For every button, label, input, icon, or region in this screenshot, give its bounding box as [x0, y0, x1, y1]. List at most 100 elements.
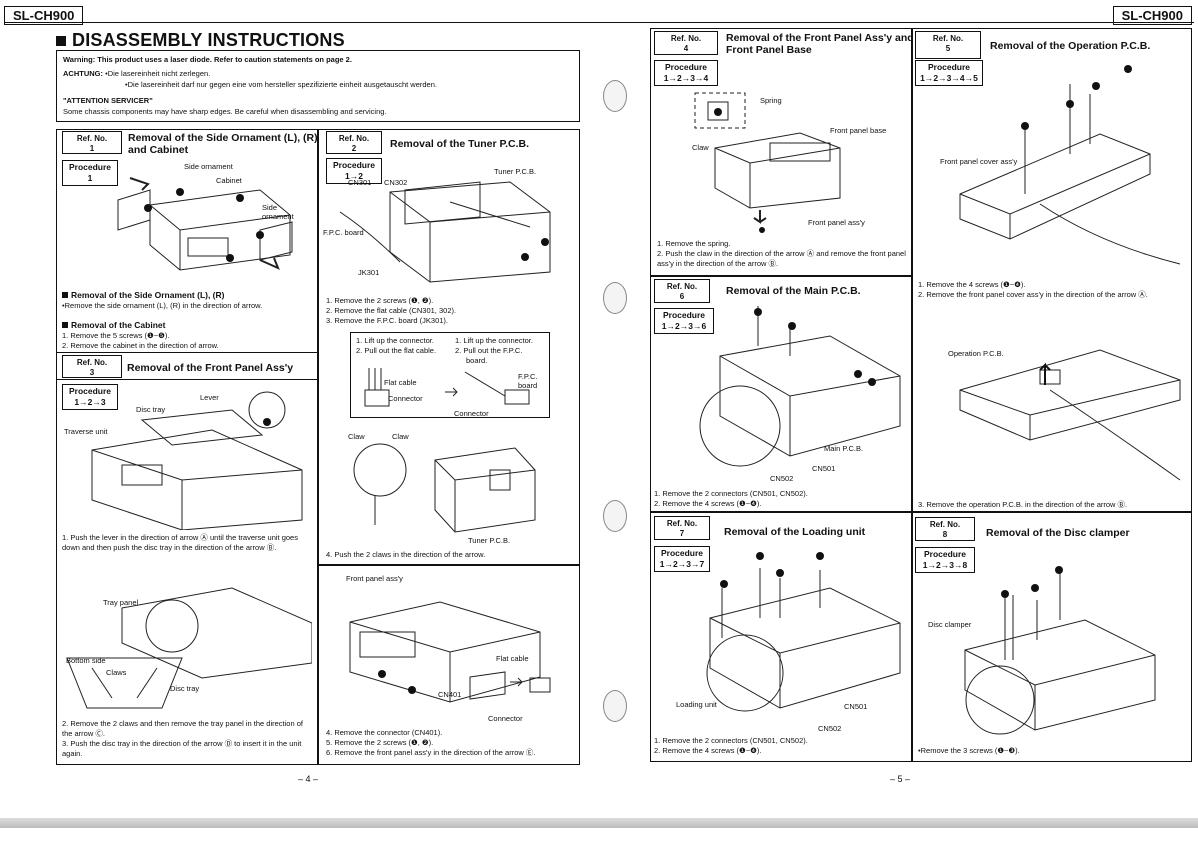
section-6-step2: 2. Remove the 4 screws (❶~❹). [654, 499, 762, 508]
label-front-panel-assy: Front panel ass'y [346, 574, 403, 583]
label-disc-tray: Disc tray [136, 405, 166, 414]
binder-hole-icon [603, 80, 627, 112]
model-label-left: SL-CH900 [4, 6, 84, 25]
section-1-refno: Ref. No.1 [62, 131, 122, 154]
label-claws: Claws [106, 668, 127, 677]
section-3-diagram-2 [66, 587, 312, 709]
section-8-diagram [964, 566, 1156, 735]
section-4-step2: 2. Push the claw in the direction of the… [657, 249, 906, 268]
page-title-text: DISASSEMBLY INSTRUCTIONS [72, 30, 345, 50]
label-cn302: CN302 [384, 178, 408, 187]
section-1-sub1-title: Removal of the Side Ornament (L), (R) [62, 290, 225, 300]
label-front-panel-assy-4: Front panel ass'y [808, 218, 865, 227]
section-2-step4: 4. Push the 2 claws in the direction of … [326, 550, 486, 559]
section-3b-diagram [349, 601, 551, 703]
section-5-step1: 1. Remove the 4 screws (❶~❹). [918, 280, 1026, 289]
label-claw-2: Claw [392, 432, 409, 441]
inset-a-line1: 1. Lift up the connector. [356, 336, 434, 345]
section-2-diagram [339, 181, 551, 283]
section-7-refno: Ref. No.7 [654, 516, 710, 540]
section-2-step1: 1. Remove the 2 screws (❶, ❷). [326, 296, 434, 305]
section-2-step3: 3. Remove the F.P.C. board (JK301). [326, 316, 449, 325]
section-1-sub2-title: Removal of the Cabinet [62, 320, 165, 330]
section-6-step1: 1. Remove the 2 connectors (CN501, CN502… [654, 489, 808, 498]
title-bullet-icon [56, 36, 66, 46]
label-cn301: CN301 [348, 178, 372, 187]
label-cabinet: Cabinet [216, 176, 242, 185]
achtung-block: ACHTUNG: •Die lasereinheit nicht zerlege… [63, 68, 573, 79]
section-7-step1: 1. Remove the 2 connectors (CN501, CN502… [654, 736, 808, 745]
section-2-box [318, 129, 580, 565]
label-jk301: JK301 [358, 268, 380, 277]
label-claw-1: Claw [348, 432, 365, 441]
section-3-title: Removal of the Front Panel Ass'y [127, 362, 294, 374]
scan-edge-strip [0, 818, 1198, 828]
label-side-ornament-right: Side ornament [262, 203, 294, 221]
warning-line: Warning: This product uses a laser diode… [63, 55, 352, 64]
section-5-refno: Ref. No.5 [915, 31, 981, 59]
section-8-step1: •Remove the 3 screws (❶~❸). [918, 746, 1020, 755]
label-front-panel-base: Front panel base [830, 126, 887, 135]
header-rule [4, 22, 1194, 23]
label-fpc-board-2: F.P.C. board [518, 372, 538, 390]
label-traverse-unit: Traverse unit [64, 427, 108, 436]
section-3b-step4: 4. Remove the connector (CN401). [326, 728, 443, 737]
section-6-box [650, 276, 912, 512]
label-lever: Lever [200, 393, 219, 402]
section-1-step2: 2. Remove the cabinet in the direction o… [62, 341, 219, 350]
section-3b-step6: 6. Remove the front panel ass'y in the d… [326, 748, 536, 757]
section-5-step2: 2. Remove the front panel cover ass'y in… [918, 290, 1148, 299]
binder-hole-icon [603, 500, 627, 532]
label-tuner-pcb-2: Tuner P.C.B. [468, 536, 511, 545]
label-disc-clamper: Disc clamper [928, 620, 972, 629]
section-5-box [912, 28, 1192, 512]
section-3-step1: 1. Push the lever in the direction of ar… [62, 533, 298, 552]
label-tray-panel: Tray panel [103, 598, 139, 607]
label-front-panel-cover: Front panel cover ass'y [940, 157, 1018, 166]
label-cn401: CN401 [438, 690, 462, 699]
label-flat-cable-3b: Flat cable [496, 654, 529, 663]
section-3-step3: 3. Push the disc tray in the direction o… [62, 739, 302, 758]
label-operation-pcb: Operation P.C.B. [948, 349, 1004, 358]
section-1-sub1-text: •Remove the side ornament (L), (R) in th… [62, 301, 263, 310]
section-2-inset [350, 332, 550, 418]
label-cn501-7: CN501 [844, 702, 868, 711]
section-7-step2: 2. Remove the 4 screws (❶~❹). [654, 746, 762, 755]
section-4-step1: 1. Remove the spring. [657, 239, 731, 248]
section-3-box [56, 352, 318, 765]
achtung-line1: •Die lasereinheit nicht zerlegen. [105, 69, 211, 78]
section-1-step1: 1. Remove the 5 screws (❶~❺). [62, 331, 170, 340]
label-side-ornament-top: Side ornament [184, 162, 233, 171]
sub-bullet-icon [62, 292, 68, 298]
section-2-step2: 2. Remove the flat cable (CN301, 302). [326, 306, 457, 315]
servicer-label: "ATTENTION SERVICER" [63, 96, 153, 105]
label-main-pcb: Main P.C.B. [824, 444, 864, 453]
section-3-diagram-1 [91, 391, 303, 530]
section-7-diagram [706, 552, 901, 712]
warning-box: Warning: This product uses a laser diode… [56, 50, 580, 122]
label-bottom-side: Bottom side [66, 656, 106, 665]
connector-inset-diagram [364, 368, 530, 407]
label-disc-tray-2: Disc tray [170, 684, 200, 693]
inset-b-line3: board. [466, 356, 488, 365]
inset-a-line2: 2. Pull out the flat cable. [356, 346, 437, 355]
label-cn502-7: CN502 [818, 724, 842, 733]
label-tuner-pcb: Tuner P.C.B. [494, 167, 537, 176]
section-1-box [56, 129, 318, 380]
label-claw: Claw [692, 143, 709, 152]
label-connector-3b: Connector [488, 714, 523, 723]
section-4-diagram [694, 92, 841, 233]
section-2-title: Removal of the Tuner P.C.B. [390, 138, 530, 150]
binder-hole-icon [603, 282, 627, 314]
label-connector-2: Connector [454, 409, 489, 418]
section-3b-step5: 5. Remove the 2 screws (❶, ❷). [326, 738, 434, 747]
label-cn502-6: CN502 [770, 474, 794, 483]
section-3-refno: Ref. No.3 [62, 355, 122, 378]
binder-hole-icon [603, 690, 627, 722]
